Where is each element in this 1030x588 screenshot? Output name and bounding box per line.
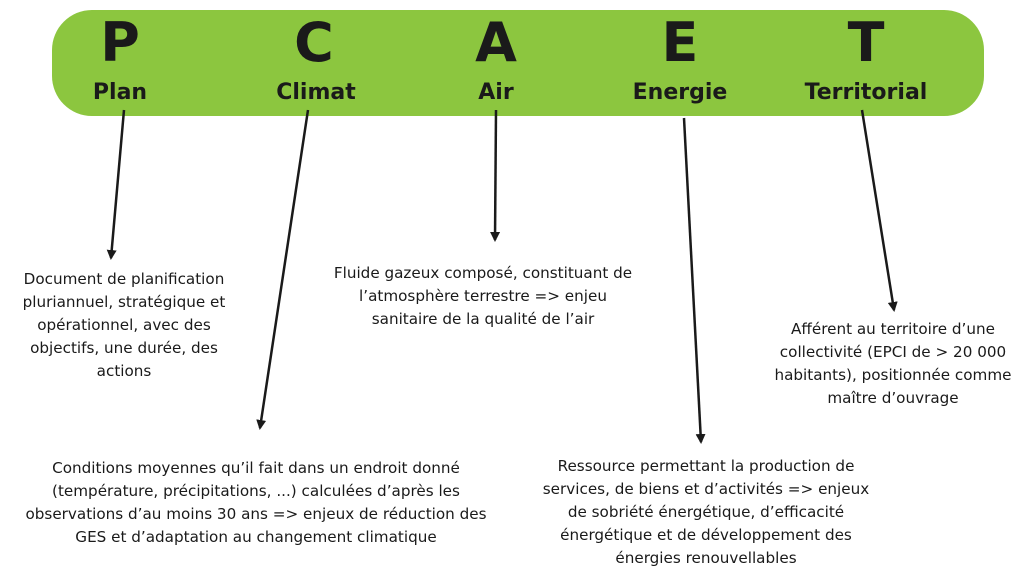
description-energie: Ressource permettant la production de se… [542,457,870,567]
description-plan: Document de planification pluriannuel, s… [22,270,226,380]
word-air: Air [478,80,514,105]
letter-a: A [475,11,517,74]
word-plan: Plan [92,80,148,105]
arrow-air [490,109,501,242]
description-territorial: Afférent au territoire d’une collectivit… [774,320,1012,407]
letter-c: C [294,11,334,74]
letter-e: E [661,11,699,74]
arrow-energie [682,117,706,444]
acronym-banner [52,10,984,116]
arrow-climat [256,109,310,430]
arrow-territorial [860,109,898,312]
word-territorial: Territorial [804,80,928,105]
arrow-plan [106,109,126,260]
description-air: Fluide gazeux composé, constituant de l’… [333,264,633,328]
description-climat: Conditions moyennes qu’il fait dans un e… [25,459,487,546]
word-energie: Energie [632,80,728,105]
word-climat: Climat [276,80,356,105]
letter-t: T [847,11,885,74]
letter-p: P [100,11,140,74]
